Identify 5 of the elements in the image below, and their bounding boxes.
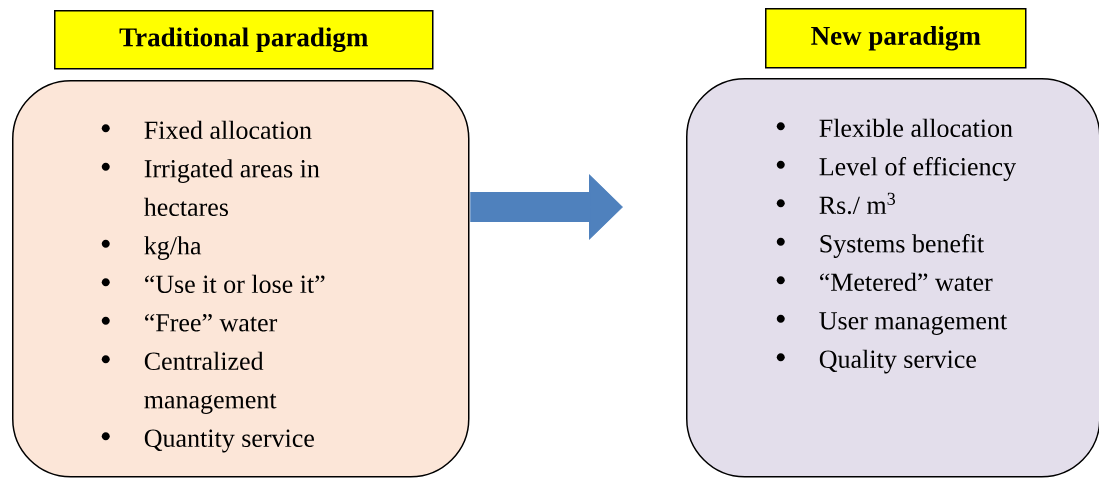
- rounded-box: Fixed allocation Irrigated areas in hectares kg/ha “Use it or lose it” “Free” water Centralized management Quantity service: [12, 80, 470, 478]
- rounded-box: Flexible allocation Level of efficiency Rs./ m$^{3}$ Systems benefit “Metered” water User management Quality service: [686, 78, 1099, 478]
- title-box: Traditional paradigm: [54, 10, 434, 70]
- block-arrow: [470, 174, 623, 240]
- title-box: New paradigm: [765, 8, 1027, 69]
